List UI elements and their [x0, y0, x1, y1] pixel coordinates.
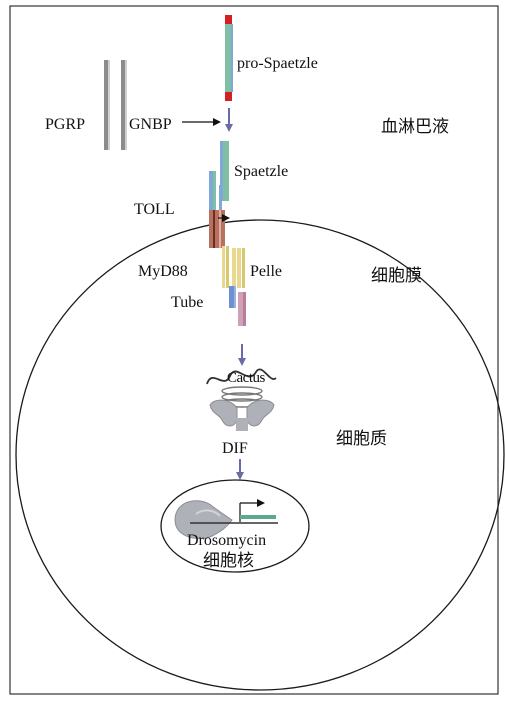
nucleus: [160, 479, 310, 573]
pgrp-receptor: [104, 60, 110, 150]
myd88-label: MyD88: [138, 263, 188, 280]
cytoplasm-label: 细胞质: [336, 429, 387, 449]
pgrp-label: PGRP: [45, 116, 85, 133]
pro-spaetzle-molecule: [225, 15, 233, 101]
nucleus-label: 细胞核: [203, 551, 254, 571]
dif-bound-dna: [174, 500, 278, 540]
spaetzle-molecule: [220, 141, 229, 201]
pelle-label: Pelle: [250, 263, 282, 280]
drosomycin-label: Drosomycin: [187, 532, 266, 549]
figure-frame: [9, 5, 499, 695]
cactus-label: Cactus: [227, 370, 265, 386]
transcription-start-arrow: [239, 499, 265, 522]
gnbp-receptor: [121, 60, 127, 150]
toll-receptor: [209, 171, 230, 248]
toll-label: TOLL: [134, 201, 175, 218]
hemolymph-label: 血淋巴液: [381, 117, 449, 137]
cell-membrane-label: 细胞膜: [371, 266, 422, 286]
cell-membrane: [15, 219, 505, 691]
spaetzle-label: Spaetzle: [234, 163, 288, 180]
gnbp-label: GNBP: [129, 116, 172, 133]
pro-spaetzle-label: pro-Spaetzle: [237, 55, 318, 72]
drosomycin-gene: [240, 515, 276, 519]
cactus-dif-complex: [206, 368, 277, 431]
adaptor-complex: [222, 246, 246, 326]
tube-label: Tube: [171, 294, 203, 311]
dif-label: DIF: [222, 440, 248, 457]
